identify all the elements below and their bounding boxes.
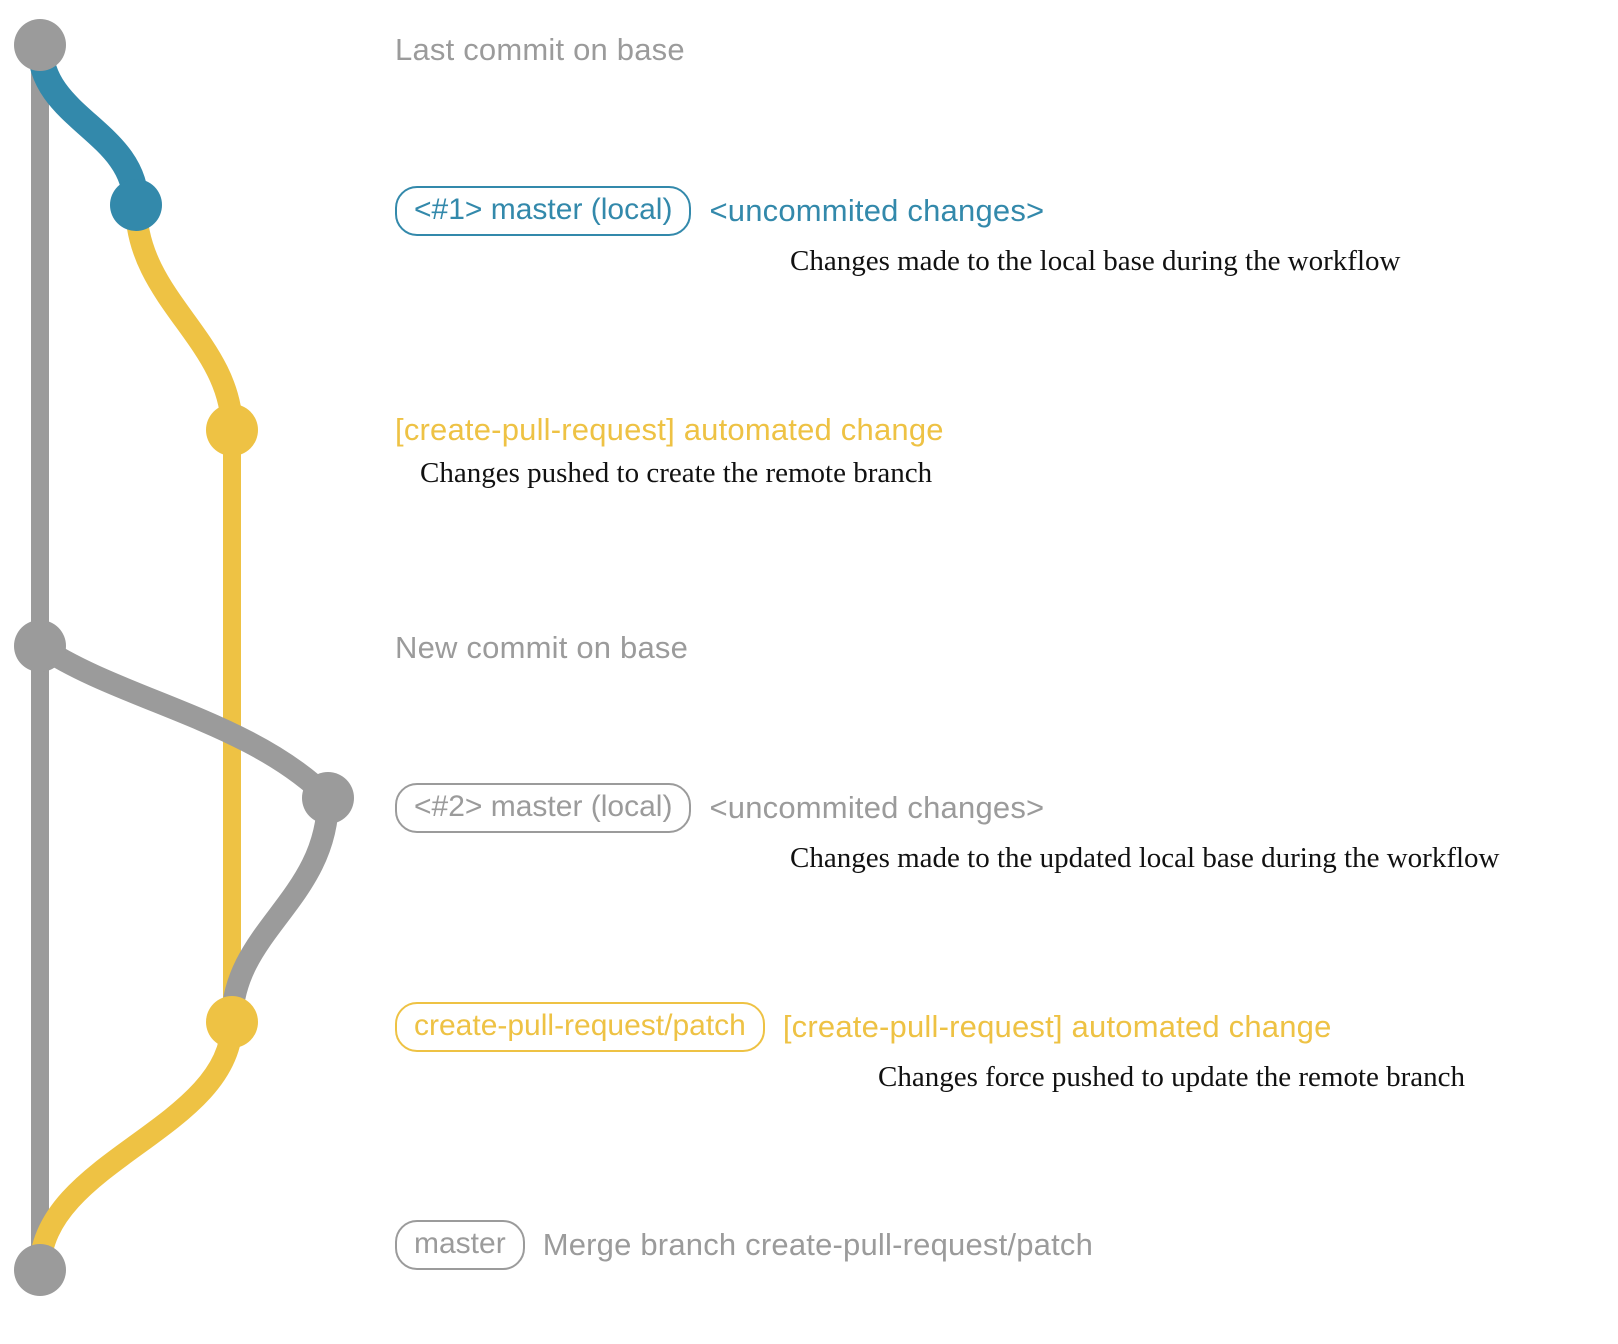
edge-patch2-to-merge <box>29 1011 243 1281</box>
commit-message: Merge branch create-pull-request/patch <box>542 1227 1094 1262</box>
commit-node-patch-2[interactable] <box>206 996 258 1048</box>
commit-message: <uncommited changes> <box>709 790 1045 825</box>
edge-local1-to-patch1 <box>125 194 243 441</box>
row-automated-change-1: [create-pull-request] automated change C… <box>395 412 944 490</box>
row-main: <#1> master (local) <uncommited changes> <box>395 186 1044 236</box>
commit-message: [create-pull-request] automated change <box>782 1009 1332 1044</box>
row-main: create-pull-request/patch [create-pull-r… <box>395 1002 1332 1052</box>
row-main: master Merge branch create-pull-request/… <box>395 1220 1093 1270</box>
commit-message: New commit on base <box>395 630 689 665</box>
commit-description: Changes force pushed to update the remot… <box>878 1061 1466 1093</box>
commit-description: Changes pushed to create the remote bran… <box>420 457 933 489</box>
row-new-commit-on-base: New commit on base <box>395 630 688 666</box>
commit-message: [create-pull-request] automated change <box>395 412 944 447</box>
row-master-local-2: <#2> master (local) <uncommited changes>… <box>395 783 1500 875</box>
branch-badge-create-pull-request-patch[interactable]: create-pull-request/patch <box>395 1002 765 1052</box>
commit-message: Last commit on base <box>395 32 685 67</box>
row-main: New commit on base <box>395 630 688 666</box>
edge-basenew-to-local2 <box>29 635 339 809</box>
row-merge-commit: master Merge branch create-pull-request/… <box>395 1220 1093 1270</box>
commit-node-merge[interactable] <box>14 1244 66 1296</box>
commit-message: <uncommited changes> <box>709 193 1045 228</box>
row-main: [create-pull-request] automated change <box>395 412 944 448</box>
commit-node-patch-1[interactable] <box>206 404 258 456</box>
commit-description: Changes made to the updated local base d… <box>790 842 1500 874</box>
commit-node-base-new[interactable] <box>14 620 66 672</box>
git-graph <box>14 19 354 1296</box>
commit-node-local-1[interactable] <box>110 179 162 231</box>
edge-local2-to-patch2 <box>221 787 339 1033</box>
row-master-local-1: <#1> master (local) <uncommited changes>… <box>395 186 1400 278</box>
commit-description: Changes made to the local base during th… <box>790 245 1401 277</box>
branch-badge-master-local-1[interactable]: <#1> master (local) <box>395 186 692 236</box>
row-main: <#2> master (local) <uncommited changes> <box>395 783 1044 833</box>
row-create-pull-request-patch: create-pull-request/patch [create-pull-r… <box>395 1002 1465 1094</box>
row-last-commit-on-base: Last commit on base <box>395 32 685 68</box>
row-main: Last commit on base <box>395 32 685 68</box>
branch-badge-master[interactable]: master <box>395 1220 525 1270</box>
branch-badge-master-local-2[interactable]: <#2> master (local) <box>395 783 692 833</box>
commit-node-local-2[interactable] <box>302 772 354 824</box>
commit-node-base-head[interactable] <box>14 19 66 71</box>
